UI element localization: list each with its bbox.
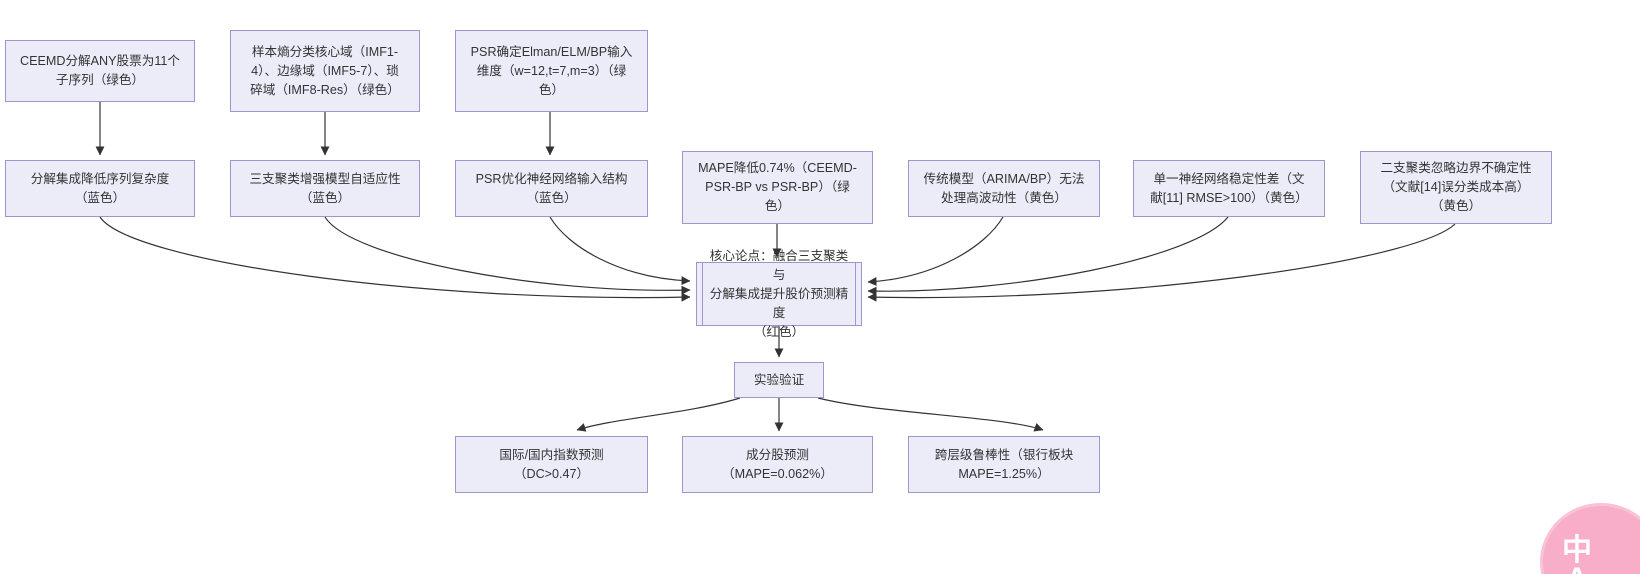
- node-cross-level-robustness: 跨层级鲁棒性（银行板块 MAPE=1.25%）: [908, 436, 1100, 493]
- node-traditional-model-limitation: 传统模型（ARIMA/BP）无法 处理高波动性（黄色）: [908, 160, 1100, 217]
- edge-singlenn-to-core: [867, 216, 1229, 296]
- node-index-prediction: 国际/国内指数预测 （DC>0.47）: [455, 436, 648, 493]
- edge-twoway-to-core: [867, 223, 1456, 302]
- node-single-nn-instability: 单一神经网络稳定性差（文 献[11] RMSE>100）（黄色）: [1133, 160, 1325, 217]
- edge-clustering-to-core: [324, 216, 691, 295]
- node-two-way-clustering-limitation: 二支聚类忽略边界不确定性 （文献[14]误分类成本高） （黄色）: [1360, 151, 1552, 224]
- translate-badge[interactable]: 中 A: [1540, 503, 1640, 574]
- node-experiment-validation: 实验验证: [734, 362, 824, 398]
- edge-experiment-to-robustness: [817, 397, 1044, 432]
- node-psr-input-dimension: PSR确定Elman/ELM/BP输入 维度（w=12,t=7,m=3）（绿 色…: [455, 30, 648, 112]
- node-three-way-clustering-adaptivity: 三支聚类增强模型自适应性 （蓝色）: [230, 160, 420, 217]
- node-ceemd-decompose: CEEMD分解ANY股票为11个 子序列（绿色）: [5, 40, 195, 102]
- edge-psrbenefit-to-core: [549, 216, 691, 286]
- edge-traditional-to-core: [867, 216, 1004, 286]
- node-mape-reduction-evidence: MAPE降低0.74%（CEEMD- PSR-BP vs PSR-BP）（绿 色…: [682, 151, 873, 224]
- node-core-thesis: 核心论点：融合三支聚类与 分解集成提升股价预测精度 （红色）: [696, 249, 862, 339]
- node-decomposition-reduces-complexity: 分解集成降低序列复杂度 （蓝色）: [5, 160, 195, 217]
- node-constituent-prediction: 成分股预测 （MAPE=0.062%）: [682, 436, 873, 493]
- node-psr-optimizes-input: PSR优化神经网络输入结构 （蓝色）: [455, 160, 648, 217]
- node-sample-entropy-classify: 样本熵分类核心域（IMF1- 4）、边缘域（IMF5-7）、琐 碎域（IMF8-…: [230, 30, 420, 112]
- edge-decompose-to-core: [99, 216, 691, 302]
- edge-experiment-to-index: [576, 397, 741, 432]
- translate-icon: 中 A: [1562, 534, 1592, 574]
